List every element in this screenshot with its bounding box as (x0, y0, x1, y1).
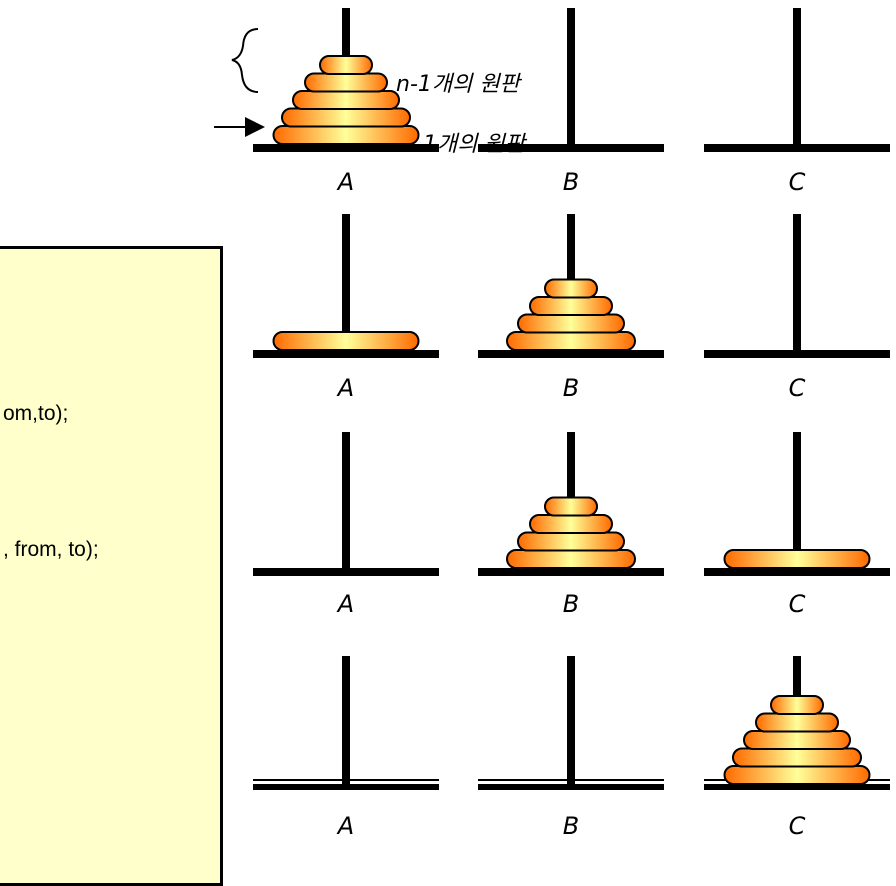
peg-label-a: A (337, 812, 355, 840)
peg-base-c (704, 568, 890, 576)
code-panel: om,to); , from, to); (0, 246, 223, 886)
disc (732, 747, 862, 768)
peg-b (567, 656, 575, 784)
peg-base-a (253, 144, 439, 152)
peg-b (567, 8, 575, 144)
disc (506, 331, 636, 351)
disc (281, 107, 411, 128)
peg-label-a: A (337, 168, 355, 196)
disc (743, 730, 851, 750)
peg-label-c: C (788, 374, 806, 402)
peg-label-a: A (337, 590, 355, 618)
disc (755, 712, 839, 733)
disc (272, 331, 420, 351)
code-line-1: om,to); (3, 402, 69, 425)
peg-base-a (253, 568, 439, 576)
peg-label-b: B (562, 168, 580, 196)
disc (517, 313, 625, 334)
disc (544, 278, 598, 299)
peg-label-a: A (337, 374, 355, 402)
annotation-top-discs: n-1개의 원판 (396, 72, 520, 97)
peg-base-c (704, 784, 890, 790)
peg-label-b: B (562, 374, 580, 402)
peg-base-b (478, 784, 664, 790)
disc (506, 549, 636, 569)
disc (723, 549, 871, 569)
peg-base-a (253, 784, 439, 790)
peg-a (342, 656, 350, 784)
peg-base-b (478, 144, 664, 152)
peg-a (342, 214, 350, 350)
peg-base-a (253, 350, 439, 358)
disc (529, 514, 613, 534)
peg-label-c: C (788, 168, 806, 196)
peg-c (793, 8, 801, 144)
brace-icon (231, 28, 259, 93)
peg-label-b: B (562, 812, 580, 840)
disc (770, 695, 824, 715)
disc (517, 531, 625, 552)
disc (272, 125, 420, 145)
peg-base-c (704, 350, 890, 358)
peg-a (342, 432, 350, 568)
peg-base-b (478, 568, 664, 576)
peg-label-b: B (562, 590, 580, 618)
disc (544, 496, 598, 517)
disc (304, 72, 388, 93)
peg-c (793, 214, 801, 350)
peg-c (793, 432, 801, 568)
disc (723, 765, 871, 785)
peg-label-c: C (788, 812, 806, 840)
peg-base-b (478, 350, 664, 358)
disc (529, 296, 613, 316)
peg-base-c (704, 144, 890, 152)
disc (292, 90, 400, 110)
peg-label-c: C (788, 590, 806, 618)
code-line-2: , from, to); (3, 538, 99, 561)
disc (319, 55, 373, 75)
